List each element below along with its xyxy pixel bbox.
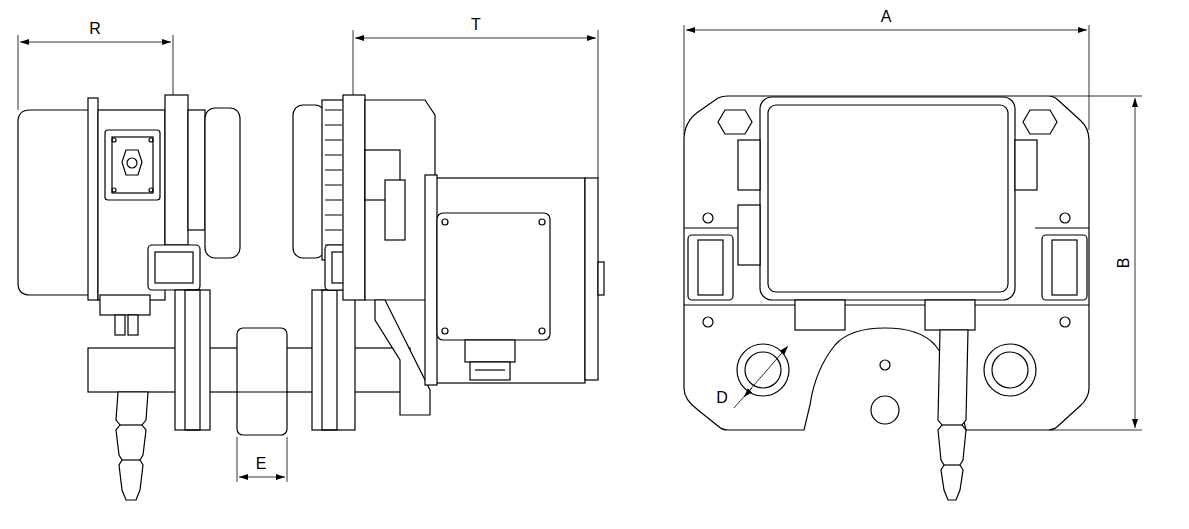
dimension-label: T [469,17,483,33]
dimension-label: E [254,456,269,472]
front-view [684,25,1142,500]
side-view [18,30,604,500]
dimension-label: D [714,390,730,406]
dimension-label: R [87,21,103,37]
dimension-label: A [879,9,894,25]
dimension-label: B [1116,256,1132,271]
